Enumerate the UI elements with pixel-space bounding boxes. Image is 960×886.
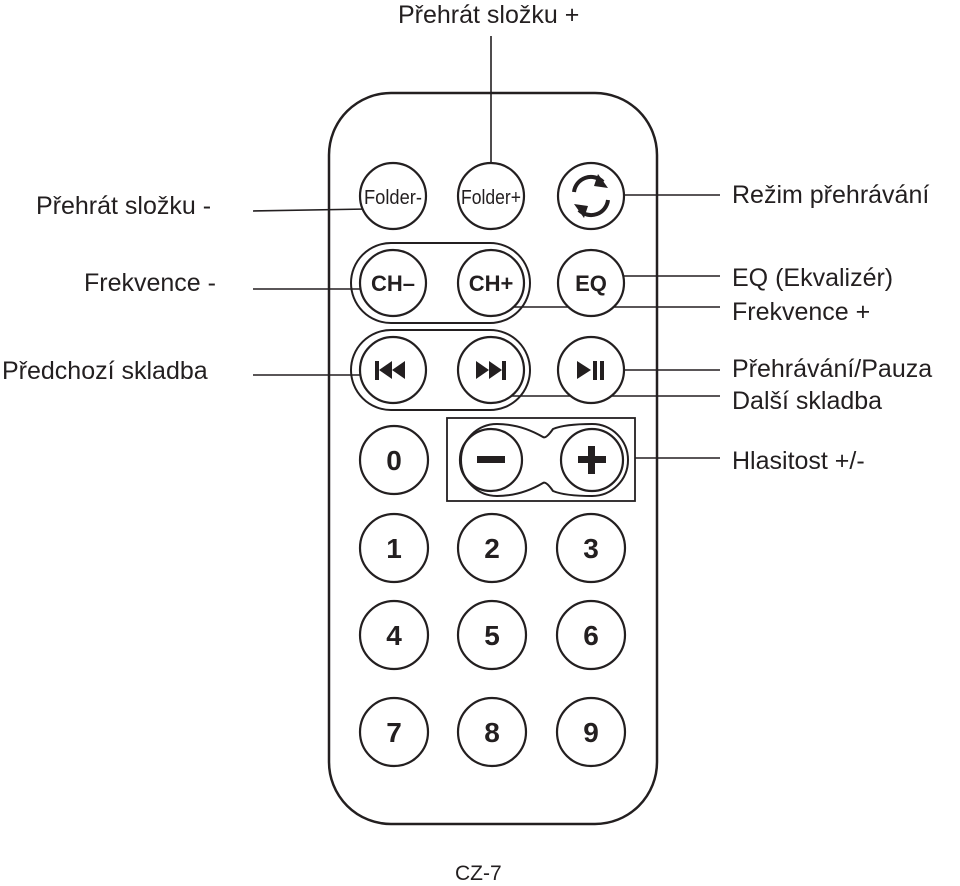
eq-button[interactable]: EQ [556, 248, 626, 318]
callout-mode: Režim přehrávání [732, 181, 930, 209]
digit-7-label: 7 [386, 717, 402, 748]
digit-6-button[interactable]: 6 [555, 599, 627, 671]
minus-icon [477, 456, 505, 463]
digit-9-button[interactable]: 9 [555, 696, 627, 768]
folder-minus-button[interactable]: Folder- [358, 161, 428, 231]
next-track-icon [476, 361, 506, 380]
volume-group-box [446, 417, 636, 502]
repeat-arrow-top [594, 174, 608, 188]
callout-folder-plus: Přehrát složku + [398, 1, 580, 29]
callout-next: Další skladba [732, 387, 883, 415]
digit-1-button[interactable]: 1 [358, 512, 430, 584]
channel-group-outline [350, 242, 531, 324]
digit-3-label: 3 [583, 533, 599, 564]
callout-prev: Předchozí skladba [2, 357, 208, 385]
digit-8-button[interactable]: 8 [456, 696, 528, 768]
digit-7-button[interactable]: 7 [358, 696, 430, 768]
callout-volume: Hlasitost +/- [732, 447, 865, 475]
digit-5-button[interactable]: 5 [456, 599, 528, 671]
digit-6-label: 6 [583, 620, 599, 651]
eq-label: EQ [575, 271, 607, 296]
callout-play-pause: Přehrávání/Pauza [732, 355, 933, 383]
digit-1-label: 1 [386, 533, 402, 564]
track-group-outline [350, 329, 531, 411]
digit-4-label: 4 [386, 620, 402, 651]
folder-minus-label: Folder- [364, 187, 422, 209]
callout-ch-plus: Frekvence + [732, 298, 871, 326]
folder-plus-label: Folder+ [461, 187, 521, 209]
digit-2-label: 2 [484, 533, 500, 564]
page-number: CZ-7 [455, 862, 502, 885]
digit-8-label: 8 [484, 717, 500, 748]
play-pause-button[interactable] [556, 335, 626, 405]
previous-track-icon [375, 361, 405, 380]
digit-0-label: 0 [386, 445, 402, 476]
next-track-button[interactable] [456, 335, 526, 405]
digit-2-button[interactable]: 2 [456, 512, 528, 584]
ch-plus-label: CH+ [469, 271, 514, 296]
callout-ch-minus: Frekvence - [84, 269, 216, 297]
repeat-arrow-bottom [574, 204, 588, 218]
digit-5-label: 5 [484, 620, 500, 651]
ch-minus-label: CH– [371, 271, 415, 296]
volume-down-button[interactable] [458, 427, 524, 493]
digit-4-button[interactable]: 4 [358, 599, 430, 671]
ch-minus-button[interactable]: CH– [358, 248, 428, 318]
volume-up-button[interactable] [559, 427, 625, 493]
ch-plus-button[interactable]: CH+ [456, 248, 526, 318]
leader-folder-minus [252, 208, 369, 212]
digit-9-label: 9 [583, 717, 599, 748]
folder-plus-button[interactable]: Folder+ [456, 161, 526, 231]
play-mode-button[interactable] [556, 161, 626, 231]
digit-0-button[interactable]: 0 [358, 424, 430, 496]
digit-3-button[interactable]: 3 [555, 512, 627, 584]
callout-folder-minus: Přehrát složku - [36, 192, 212, 220]
play-pause-icon [577, 361, 604, 380]
plus-icon [578, 446, 606, 474]
previous-track-button[interactable] [358, 335, 428, 405]
callout-eq: EQ (Ekvalizér) [732, 264, 894, 292]
